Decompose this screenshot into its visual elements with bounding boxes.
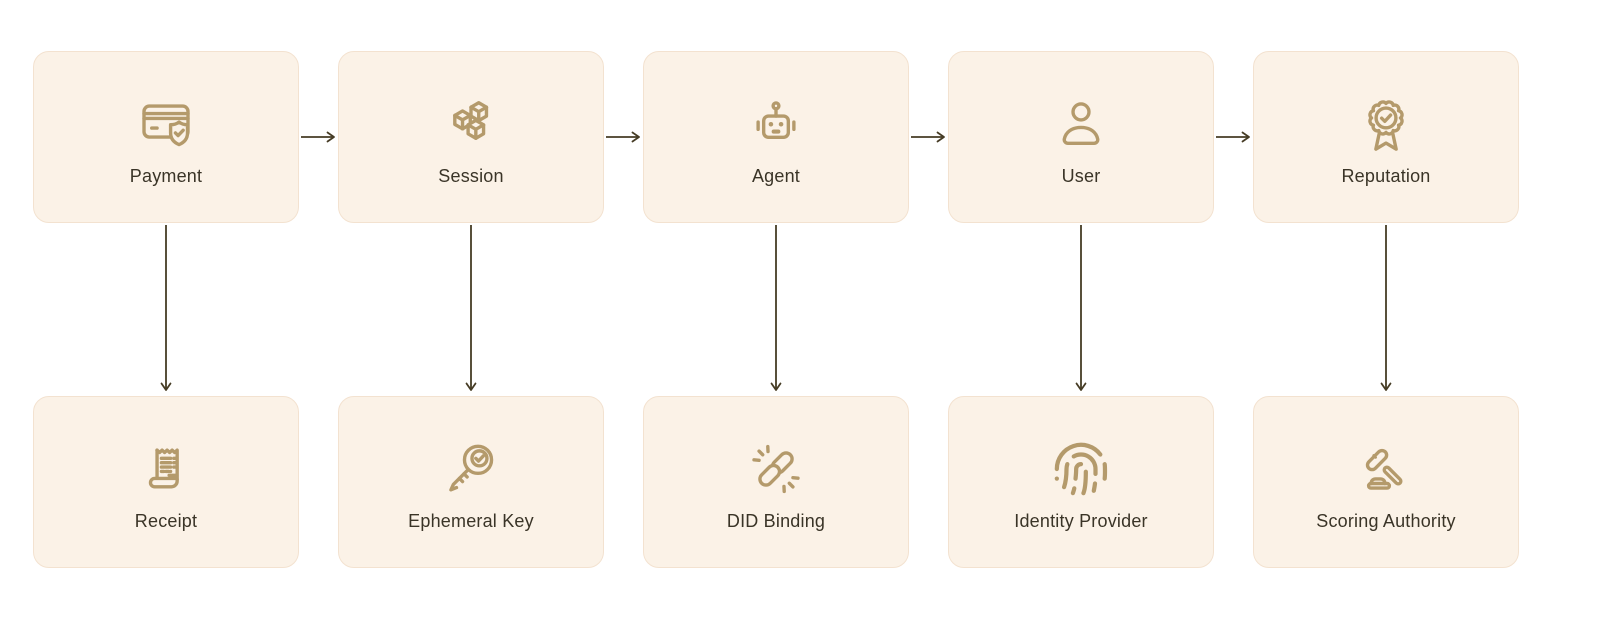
node-payment: Payment <box>33 51 299 223</box>
robot-icon <box>747 95 805 153</box>
node-label: DID Binding <box>726 511 826 531</box>
node-label: Payment <box>129 166 203 186</box>
node-label: Receipt <box>134 511 198 531</box>
receipt-icon <box>137 440 195 498</box>
node-label: Reputation <box>1341 166 1431 186</box>
fingerprint-icon <box>1052 440 1110 498</box>
node-label: Identity Provider <box>1014 511 1148 531</box>
node-reputation: Reputation <box>1253 51 1519 223</box>
node-did-binding: DID Binding <box>643 396 909 568</box>
payment-card-shield-icon <box>137 95 195 153</box>
node-label: Session <box>438 166 504 186</box>
session-cubes-icon <box>442 95 500 153</box>
node-label: Ephemeral Key <box>408 511 534 531</box>
person-icon <box>1052 95 1110 153</box>
node-ephemeral-key: Ephemeral Key <box>338 396 604 568</box>
gavel-icon <box>1357 440 1415 498</box>
node-agent: Agent <box>643 51 909 223</box>
node-scoring-authority: Scoring Authority <box>1253 396 1519 568</box>
node-label: User <box>1061 166 1101 186</box>
node-user: User <box>948 51 1214 223</box>
key-check-icon <box>442 440 500 498</box>
node-identity-provider: Identity Provider <box>948 396 1214 568</box>
node-label: Agent <box>751 166 801 186</box>
chain-link-icon <box>747 440 805 498</box>
node-label: Scoring Authority <box>1316 511 1456 531</box>
node-receipt: Receipt <box>33 396 299 568</box>
node-session: Session <box>338 51 604 223</box>
award-rosette-icon <box>1357 95 1415 153</box>
